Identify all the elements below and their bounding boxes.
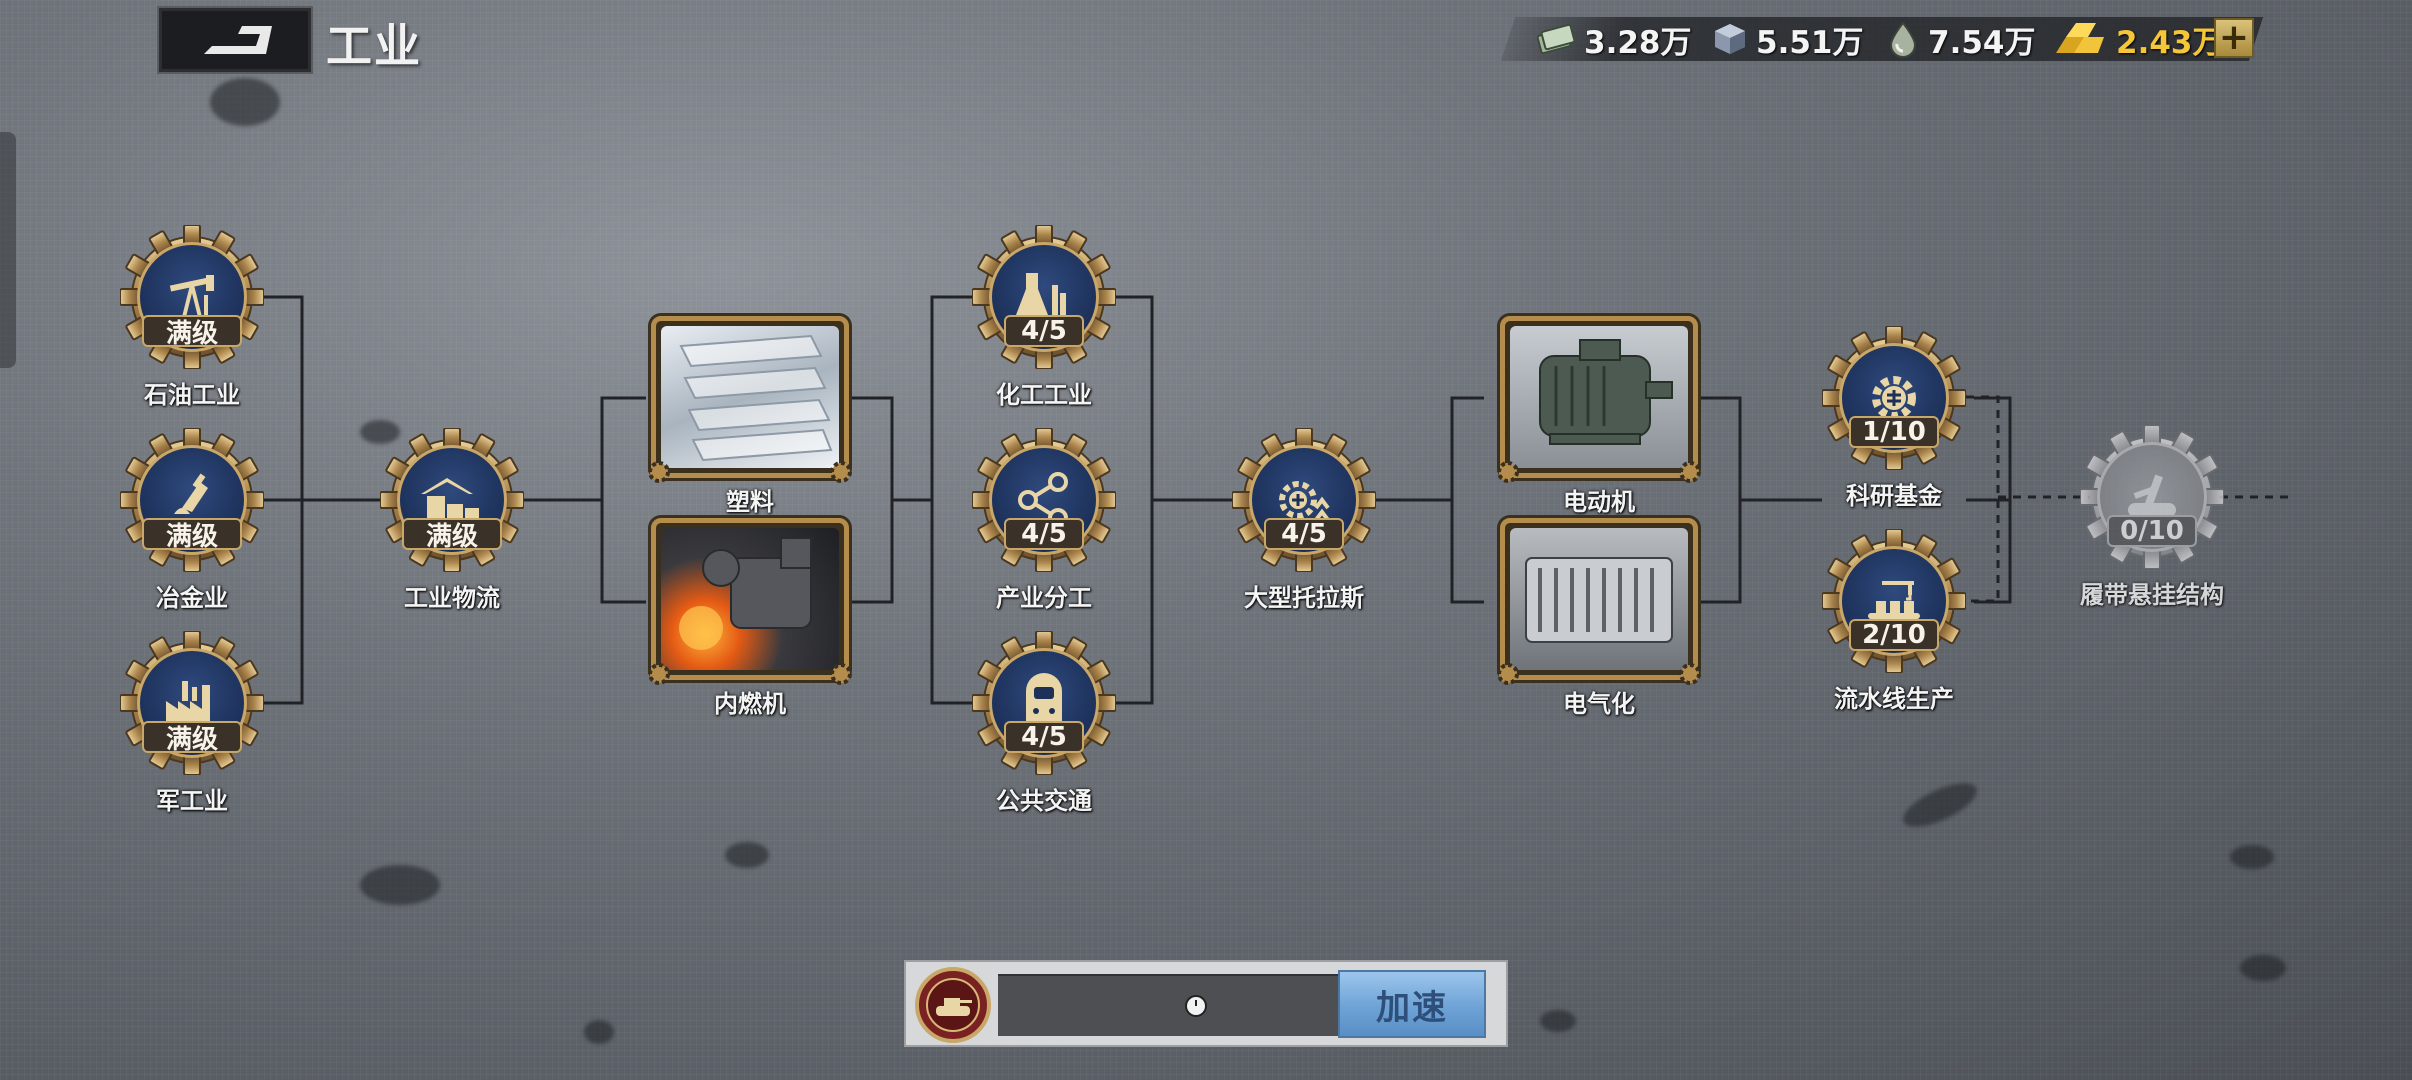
level-badge: 2/10 xyxy=(1849,619,1939,651)
tech-card-frame xyxy=(1497,316,1701,483)
card-cog-icon xyxy=(1679,461,1701,483)
assembly-line-icon xyxy=(1868,581,1920,619)
level-badge: 满级 xyxy=(142,721,242,755)
engine-fire-image xyxy=(661,528,839,670)
steel-icon xyxy=(1715,24,1745,54)
tech-node-assembly-line[interactable]: 2/10 流水线生产 xyxy=(1822,529,1966,713)
tech-node-oil-industry[interactable]: 满级 石油工业 xyxy=(120,225,264,409)
back-button[interactable] xyxy=(157,6,313,74)
factory-icon xyxy=(166,681,210,727)
tech-node-combustion-engine[interactable]: 内燃机 xyxy=(648,518,852,718)
tech-node-division-of-labor[interactable]: 4/5 产业分工 xyxy=(972,428,1116,612)
electric-motor-image xyxy=(1510,326,1688,468)
node-label: 科研基金 xyxy=(1846,482,1942,510)
tech-node-track-suspension[interactable]: 0/10 履带悬挂结构 xyxy=(2080,425,2224,609)
node-label: 冶金业 xyxy=(156,584,228,612)
node-label: 塑料 xyxy=(726,488,774,516)
node-label: 内燃机 xyxy=(714,690,786,718)
back-arrow-icon xyxy=(204,26,272,54)
node-label: 化工工业 xyxy=(996,381,1092,409)
node-label: 石油工业 xyxy=(144,381,240,409)
gold-bar-icon xyxy=(2056,23,2104,53)
tech-card-frame xyxy=(1497,518,1701,685)
card-cog-icon xyxy=(1497,663,1519,685)
tech-node-research-fund[interactable]: 1/10 科研基金 xyxy=(1822,326,1966,510)
oil-icon xyxy=(1889,21,1917,58)
level-badge: 1/10 xyxy=(1849,416,1939,448)
gold-value: 2.43万 xyxy=(2116,24,2224,61)
level-badge: 4/5 xyxy=(1264,518,1344,550)
page-title: 工业 xyxy=(326,19,422,73)
tech-node-metallurgy[interactable]: 满级 冶金业 xyxy=(120,428,264,612)
track-suspension-icon xyxy=(2128,474,2176,517)
plastic-sheets-image xyxy=(661,326,839,468)
level-badge: 满级 xyxy=(142,315,242,349)
tech-node-plastics[interactable]: 塑料 xyxy=(648,316,852,516)
steel-value: 5.51万 xyxy=(1756,24,1864,61)
level-badge: 满级 xyxy=(402,518,502,552)
level-badge: 满级 xyxy=(142,518,242,552)
node-label: 军工业 xyxy=(156,787,228,815)
card-cog-icon xyxy=(1679,663,1701,685)
node-label: 公共交通 xyxy=(996,787,1092,815)
node-label: 履带悬挂结构 xyxy=(2080,581,2224,609)
card-cog-icon xyxy=(830,461,852,483)
node-label: 工业物流 xyxy=(404,584,500,612)
resource-gold: 2.43万 xyxy=(2052,16,2224,62)
research-speedup-panel: 加速 xyxy=(904,960,1508,1047)
add-gold-button[interactable]: + xyxy=(2214,18,2254,58)
node-label: 大型托拉斯 xyxy=(1244,584,1364,612)
resource-cash: 3.28万 xyxy=(1536,16,1692,62)
node-label: 流水线生产 xyxy=(1834,685,1954,713)
tech-node-electrification[interactable]: 电气化 xyxy=(1497,518,1701,718)
oil-value: 7.54万 xyxy=(1928,24,2036,61)
card-cog-icon xyxy=(648,461,670,483)
resource-steel: 5.51万 xyxy=(1712,16,1864,62)
tech-node-public-transport[interactable]: 4/5 公共交通 xyxy=(972,631,1116,815)
tech-card-frame xyxy=(648,518,852,685)
tech-node-electric-motor[interactable]: 电动机 xyxy=(1497,316,1701,516)
tech-node-chemical-industry[interactable]: 4/5 化工工业 xyxy=(972,225,1116,409)
clock-icon xyxy=(1185,995,1207,1017)
card-cog-icon xyxy=(648,663,670,685)
cash-value: 3.28万 xyxy=(1584,24,1692,61)
level-badge: 4/5 xyxy=(1004,518,1084,550)
level-badge: 4/5 xyxy=(1004,721,1084,753)
train-icon xyxy=(1026,673,1062,727)
level-badge: 0/10 xyxy=(2107,515,2197,547)
tech-node-large-trust[interactable]: 4/5 大型托拉斯 xyxy=(1232,428,1376,612)
card-cog-icon xyxy=(1497,461,1519,483)
generator-image xyxy=(1510,528,1688,670)
node-label: 产业分工 xyxy=(996,584,1092,612)
research-progress-track xyxy=(998,974,1372,1036)
cash-icon xyxy=(1536,23,1576,55)
tech-card-frame xyxy=(648,316,852,483)
card-cog-icon xyxy=(830,663,852,685)
tank-emblem-icon[interactable] xyxy=(914,966,992,1044)
speedup-button[interactable]: 加速 xyxy=(1338,970,1486,1038)
resource-oil: 7.54万 xyxy=(1886,16,2036,62)
node-label: 电气化 xyxy=(1563,690,1635,718)
node-label: 电动机 xyxy=(1563,488,1635,516)
tech-node-industrial-logistics[interactable]: 满级 工业物流 xyxy=(380,428,524,612)
side-drawer-handle[interactable] xyxy=(0,132,16,368)
trust-gear-icon xyxy=(1279,481,1330,522)
level-badge: 4/5 xyxy=(1004,315,1084,347)
tech-node-military-industry[interactable]: 满级 军工业 xyxy=(120,631,264,815)
